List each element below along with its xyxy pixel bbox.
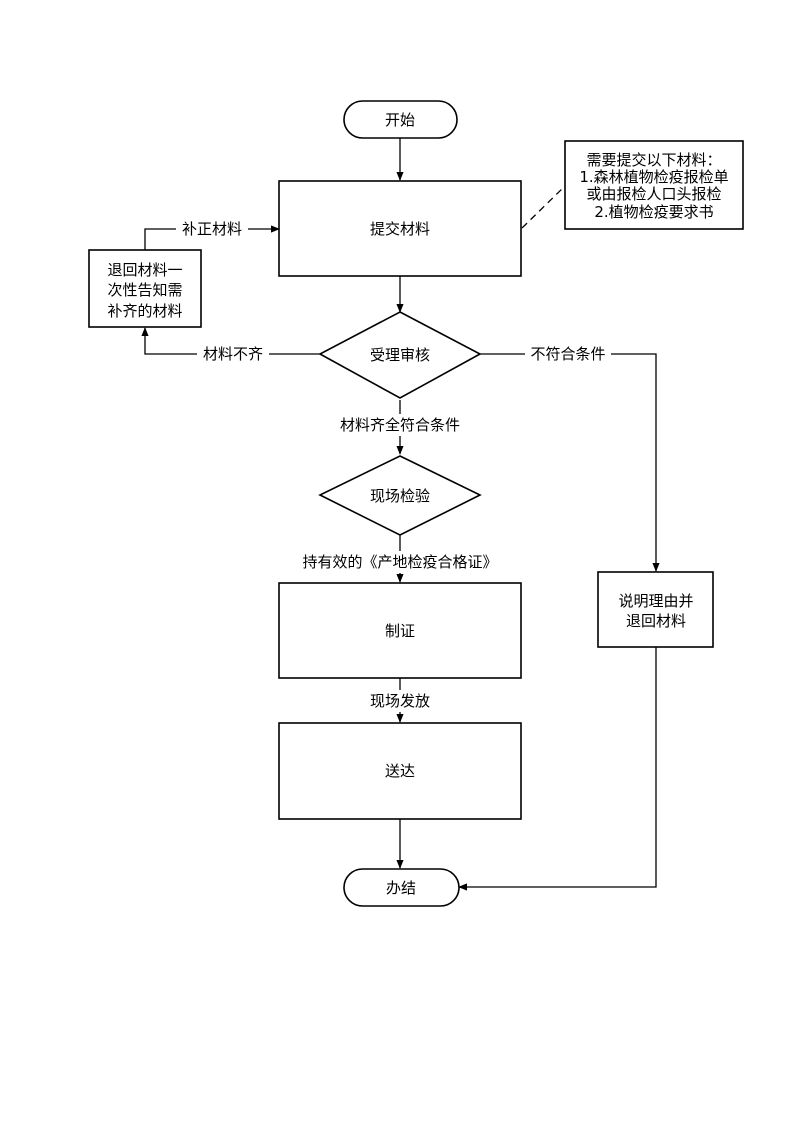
return-notice-line-1: 退回材料一 <box>107 261 182 279</box>
edge-note-dashed <box>521 185 566 229</box>
start-node <box>343 100 458 139</box>
return-notice-node <box>88 249 202 328</box>
submit-node <box>278 180 522 277</box>
make-cert-node <box>278 582 522 679</box>
start-label: 开始 <box>385 111 415 129</box>
return-notice-line-2: 次性告知需 <box>107 281 182 299</box>
end-node <box>343 868 460 907</box>
note-line-4: 2.植物检疫要求书 <box>594 203 713 221</box>
deliver-label: 送达 <box>385 762 415 780</box>
edge-label-valid-cert: 持有效的《产地检疫合格证》 <box>302 553 497 571</box>
edge-explain-to-end <box>458 647 657 891</box>
end-label: 办结 <box>386 879 416 897</box>
note-line-3: 或由报检人口头报检 <box>586 185 721 203</box>
edge-label-incomplete: 材料不齐 <box>203 345 263 363</box>
inspect-decision <box>318 455 482 536</box>
explain-return-node <box>597 571 714 648</box>
note-line-1: 需要提交以下材料： <box>586 151 721 169</box>
note-box <box>564 140 744 230</box>
explain-return-line-2: 退回材料 <box>626 612 686 630</box>
deliver-node <box>278 722 522 820</box>
note-line-2: 1.森林植物检疫报检单 <box>579 168 728 186</box>
submit-label: 提交材料 <box>370 220 430 238</box>
review-decision <box>318 311 482 399</box>
edge-label-onsite-issue: 现场发放 <box>370 692 430 710</box>
inspect-label: 现场检验 <box>370 487 430 505</box>
return-notice-line-3: 补齐的材料 <box>107 302 182 320</box>
edge-label-not-qualified: 不符合条件 <box>530 345 605 363</box>
explain-return-line-1: 说明理由并 <box>618 592 693 610</box>
review-label: 受理审核 <box>370 346 430 364</box>
make-cert-label: 制证 <box>385 622 415 640</box>
edge-label-complete: 材料齐全符合条件 <box>340 416 460 434</box>
edge-label-supplement: 补正材料 <box>182 220 242 238</box>
edge-review-to-explain <box>480 353 660 572</box>
